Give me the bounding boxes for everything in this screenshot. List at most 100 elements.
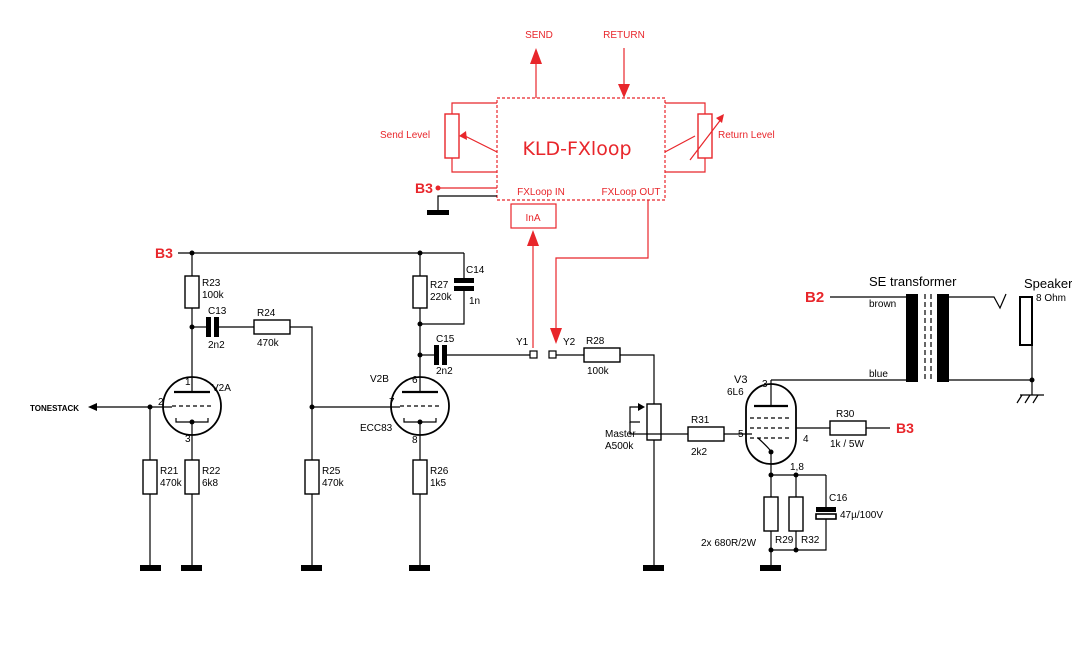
r25-value: 470k xyxy=(322,478,345,489)
r30-value: 1k / 5W xyxy=(830,439,864,450)
transformer-primary xyxy=(906,294,918,382)
return-level-label: Return Level xyxy=(718,130,775,141)
v3-stage: V3 6L6 3 5 4 1,8 R30 1k / 5W B3 C16 47µ/… xyxy=(701,374,914,571)
c15-ref: C15 xyxy=(436,334,455,345)
master-ground-icon xyxy=(643,565,664,571)
v3-ground-icon xyxy=(760,565,781,571)
r21-ref: R21 xyxy=(160,466,179,477)
b3-screen-label: B3 xyxy=(896,420,914,436)
r29-note: 2x 680R/2W xyxy=(701,538,757,549)
ina-box xyxy=(510,203,557,229)
c13-plate-b xyxy=(214,317,219,337)
brown-label: brown xyxy=(869,299,896,310)
r28-resistor xyxy=(583,347,621,363)
r27-ref: R27 xyxy=(430,280,449,291)
r24-ref: R24 xyxy=(257,308,276,319)
fx-jumpers: Y1 Y2 R28 100k xyxy=(516,336,655,404)
v2a-ref: V2A xyxy=(212,383,231,394)
c15-plate-b xyxy=(442,345,447,365)
r30-ref: R30 xyxy=(836,409,855,420)
r26-value: 1k5 xyxy=(430,478,447,489)
c13-value: 2n2 xyxy=(208,340,225,351)
return-level-adjust-icon xyxy=(716,114,724,123)
se-transformer-label: SE transformer xyxy=(869,274,957,289)
c15-value: 2n2 xyxy=(436,366,453,377)
fxloop-in-label: FXLoop IN xyxy=(517,187,565,198)
y1-terminal xyxy=(529,350,538,359)
c16-plate-a xyxy=(816,507,836,512)
v2a-pin-cathode: 3 xyxy=(185,434,191,445)
r22-resistor xyxy=(184,459,200,495)
r27-value: 220k xyxy=(430,292,453,303)
tonestack-arrow-icon xyxy=(88,403,97,411)
send-label: SEND xyxy=(525,30,553,41)
c14-ref: C14 xyxy=(466,265,485,276)
b2-label: B2 xyxy=(805,289,824,306)
fxloop-out-label: FXLoop OUT xyxy=(602,187,661,198)
module-ground-icon xyxy=(427,210,449,215)
c14-plate-a xyxy=(454,278,474,283)
r25-ref: R25 xyxy=(322,466,341,477)
c16-value: 47µ/100V xyxy=(840,510,883,521)
speaker-icon xyxy=(1019,296,1033,346)
r25-ground-icon xyxy=(301,565,322,571)
r31-value: 2k2 xyxy=(691,447,708,458)
v2b-pin-grid: 7 xyxy=(389,397,395,408)
v2b-type: ECC83 xyxy=(360,423,393,434)
v2b-stage: R27 220k C14 1n C15 2n2 V2B ECC83 6 7 8 xyxy=(312,253,530,571)
fxloop-module-title: KLD-FXloop xyxy=(522,138,631,160)
b3-rail: B3 xyxy=(155,245,464,261)
y2-terminal xyxy=(548,350,557,359)
return-arrow-icon xyxy=(618,84,630,98)
r26-ref: R26 xyxy=(430,466,449,477)
blue-label: blue xyxy=(869,369,888,380)
output-stage: SE transformer B2 brown blue Speaker 8 O… xyxy=(805,274,1072,404)
tonestack-label: TONESTACK xyxy=(30,404,79,413)
y2-label: Y2 xyxy=(563,337,576,348)
c15-plate-a xyxy=(434,345,439,365)
c13-ref: C13 xyxy=(208,306,227,317)
send-arrow-icon xyxy=(530,48,542,64)
v3-pin-cathode: 1,8 xyxy=(790,462,804,473)
r31-resistor xyxy=(687,426,725,442)
speaker-value: 8 Ohm xyxy=(1036,293,1066,304)
r32-resistor xyxy=(788,496,804,532)
v3-ref: V3 xyxy=(734,374,747,386)
y1-label: Y1 xyxy=(516,337,529,348)
master-label: Master xyxy=(605,429,636,440)
v2b-ref: V2B xyxy=(370,374,389,385)
v2b-pin-anode: 6 xyxy=(412,375,418,386)
return-label: RETURN xyxy=(603,30,645,41)
r24-value: 470k xyxy=(257,338,280,349)
ina-label: InA xyxy=(525,213,540,224)
y2-arrow-icon xyxy=(550,328,562,344)
b3-module-dot xyxy=(435,185,441,191)
r26-resistor xyxy=(412,459,428,495)
fxout-to-y2-wire xyxy=(555,200,649,332)
r22-ref: R22 xyxy=(202,466,221,477)
r23-resistor xyxy=(184,275,200,309)
b3-module-label: B3 xyxy=(415,180,433,196)
v2a-pin-anode: 1 xyxy=(185,377,191,388)
master-wiper-icon xyxy=(638,403,645,411)
r22-ground-icon xyxy=(181,565,202,571)
r24-resistor xyxy=(253,319,291,335)
b3-rail-label: B3 xyxy=(155,245,173,261)
v3-type: 6L6 xyxy=(727,387,744,398)
c13-plate-a xyxy=(206,317,211,337)
send-level-pot xyxy=(444,113,460,159)
transformer-secondary xyxy=(937,294,949,382)
v2a-stage: R23 100k C13 2n2 R24 470k V2A 1 2 3 TONE… xyxy=(30,253,345,571)
v3-pin-grid: 5 xyxy=(738,429,744,440)
r22-value: 6k8 xyxy=(202,478,219,489)
send-level-label: Send Level xyxy=(380,130,430,141)
v3-pin-anode: 3 xyxy=(762,379,768,390)
r21-value: 470k xyxy=(160,478,183,489)
v3-pin-screen: 4 xyxy=(803,434,809,445)
r29-resistor xyxy=(763,496,779,532)
r27-resistor xyxy=(412,275,428,309)
r30-resistor xyxy=(829,420,867,436)
r32-ref: R32 xyxy=(801,535,820,546)
